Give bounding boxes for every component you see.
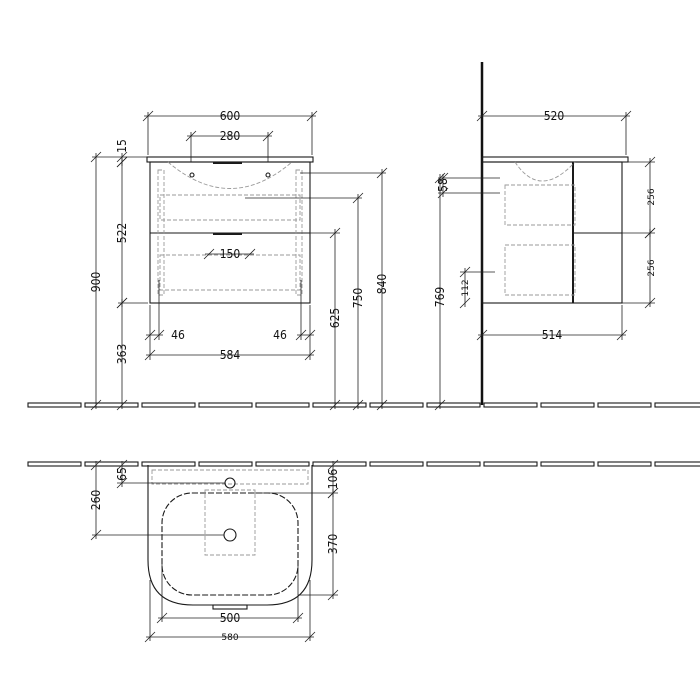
dim-46-left: 46 [171,328,185,342]
dim-106: 106 [326,469,340,490]
dim-15: 15 [115,139,129,153]
dim-625: 625 [328,308,342,329]
dim-750: 750 [351,288,365,309]
floor-segment [426,402,481,408]
floor-segment [312,402,367,408]
tap-hole [224,477,236,489]
floor-segment [255,461,310,467]
top-view [147,465,313,610]
dim-65: 65 [115,467,129,481]
dim-363: 363 [115,344,129,365]
floor-segment [312,461,367,467]
floor-segment [597,461,652,467]
floor-segment [540,402,595,408]
floor-segment [426,461,481,467]
floor-segment [369,402,424,408]
drain-hole [223,528,237,542]
floor-segment [255,402,310,408]
dim-580: 580 [221,633,238,643]
dim-520: 520 [544,109,565,123]
floor-segment [483,402,538,408]
dim-522: 522 [115,223,129,244]
dim-256-lower: 256 [647,259,657,276]
floor-segment [141,402,196,408]
front-view [146,156,314,304]
dim-500: 500 [220,611,241,625]
floor-segment [654,402,700,408]
basin-outline [167,161,293,189]
countertop [146,156,314,163]
dim-769: 769 [433,287,447,308]
dim-280: 280 [220,129,241,143]
floor-segment [597,402,652,408]
dim-514: 514 [542,328,563,342]
side-view [480,62,629,405]
basin-bowl [161,492,299,596]
side-countertop [481,156,629,163]
floor-segment [654,461,700,467]
dim-150: 150 [220,247,241,261]
dim-112: 112 [461,279,471,296]
dimension-lines [90,110,656,643]
dim-58: 58 [436,178,450,192]
dim-584: 584 [220,348,241,362]
floor-line [27,402,700,408]
floor-segment [198,461,253,467]
dim-840: 840 [375,274,389,295]
wall-line-top-view [27,461,700,467]
dim-260: 260 [89,490,103,511]
floor-segment [198,402,253,408]
floor-segment [369,461,424,467]
floor-segment [27,461,82,467]
dim-370: 370 [326,534,340,555]
floor-segment [141,461,196,467]
dim-600: 600 [220,109,241,123]
dim-256-upper: 256 [647,188,657,205]
floor-segment [84,461,139,467]
dim-900: 900 [89,272,103,293]
dimension-labels: 600 280 15 900 522 363 46 46 584 150 625… [89,109,657,643]
floor-segment [540,461,595,467]
dim-46-right: 46 [273,328,287,342]
floor-segment [483,461,538,467]
floor-segment [84,402,139,408]
floor-segment [27,402,82,408]
